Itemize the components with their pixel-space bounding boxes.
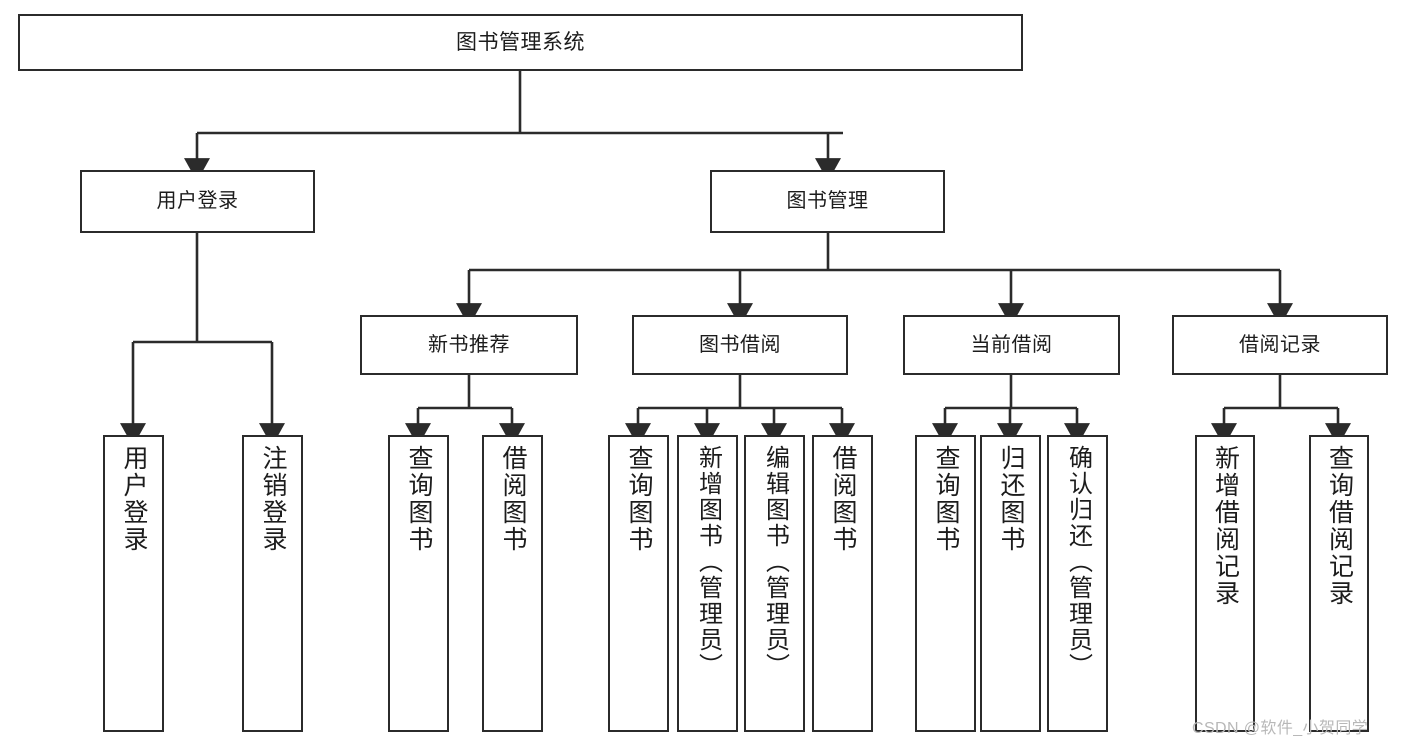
node-book-borrow-label: 图书借阅: [699, 333, 781, 356]
leaf-query-borrow-record[interactable]: 查询借阅记录: [1309, 435, 1369, 732]
leaf-edit-book-admin-label: 编辑图书（管理员）: [761, 445, 789, 679]
leaf-query-book-current[interactable]: 查询图书: [915, 435, 976, 732]
leaf-add-borrow-record[interactable]: 新增借阅记录: [1195, 435, 1255, 732]
leaf-query-book-borrow[interactable]: 查询图书: [608, 435, 669, 732]
leaf-logout-login[interactable]: 注销登录: [242, 435, 303, 732]
node-book-manage[interactable]: 图书管理: [710, 170, 945, 233]
node-borrow-records-label: 借阅记录: [1239, 333, 1321, 356]
node-user-login[interactable]: 用户登录: [80, 170, 315, 233]
leaf-borrow-book-newbook[interactable]: 借阅图书: [482, 435, 543, 732]
leaf-edit-book-admin[interactable]: 编辑图书（管理员）: [744, 435, 805, 732]
node-user-login-label: 用户登录: [156, 190, 239, 213]
node-root-label: 图书管理系统: [456, 30, 585, 54]
leaf-query-book-current-label: 查询图书: [932, 445, 960, 553]
leaf-add-book-admin-label: 新增图书（管理员）: [694, 445, 722, 679]
leaf-query-book-borrow-label: 查询图书: [625, 445, 653, 553]
leaf-user-login-label: 用户登录: [120, 445, 148, 553]
node-borrow-records[interactable]: 借阅记录: [1172, 315, 1388, 375]
leaf-query-book-newbook[interactable]: 查询图书: [388, 435, 449, 732]
leaf-return-book[interactable]: 归还图书: [980, 435, 1041, 732]
leaf-query-book-newbook-label: 查询图书: [405, 445, 433, 553]
leaf-add-book-admin[interactable]: 新增图书（管理员）: [677, 435, 738, 732]
node-new-book-recommend-label: 新书推荐: [428, 333, 510, 356]
leaf-borrow-book-borrow[interactable]: 借阅图书: [812, 435, 873, 732]
node-book-borrow[interactable]: 图书借阅: [632, 315, 848, 375]
leaf-confirm-return-admin-label: 确认归还（管理员）: [1064, 445, 1092, 679]
node-current-borrow-label: 当前借阅: [970, 333, 1053, 356]
leaf-borrow-book-borrow-label: 借阅图书: [829, 445, 857, 553]
leaf-logout-login-label: 注销登录: [259, 445, 287, 553]
leaf-add-borrow-record-label: 新增借阅记录: [1211, 445, 1240, 607]
leaf-query-borrow-record-label: 查询借阅记录: [1325, 445, 1354, 607]
leaf-return-book-label: 归还图书: [997, 445, 1025, 553]
leaf-borrow-book-newbook-label: 借阅图书: [499, 445, 527, 553]
leaf-user-login[interactable]: 用户登录: [103, 435, 164, 732]
node-new-book-recommend[interactable]: 新书推荐: [360, 315, 578, 375]
watermark: CSDN @软件_小贺同学: [1192, 720, 1369, 737]
node-root[interactable]: 图书管理系统: [18, 14, 1023, 71]
node-book-manage-label: 图书管理: [786, 190, 869, 213]
leaf-confirm-return-admin[interactable]: 确认归还（管理员）: [1047, 435, 1108, 732]
node-current-borrow[interactable]: 当前借阅: [903, 315, 1120, 375]
